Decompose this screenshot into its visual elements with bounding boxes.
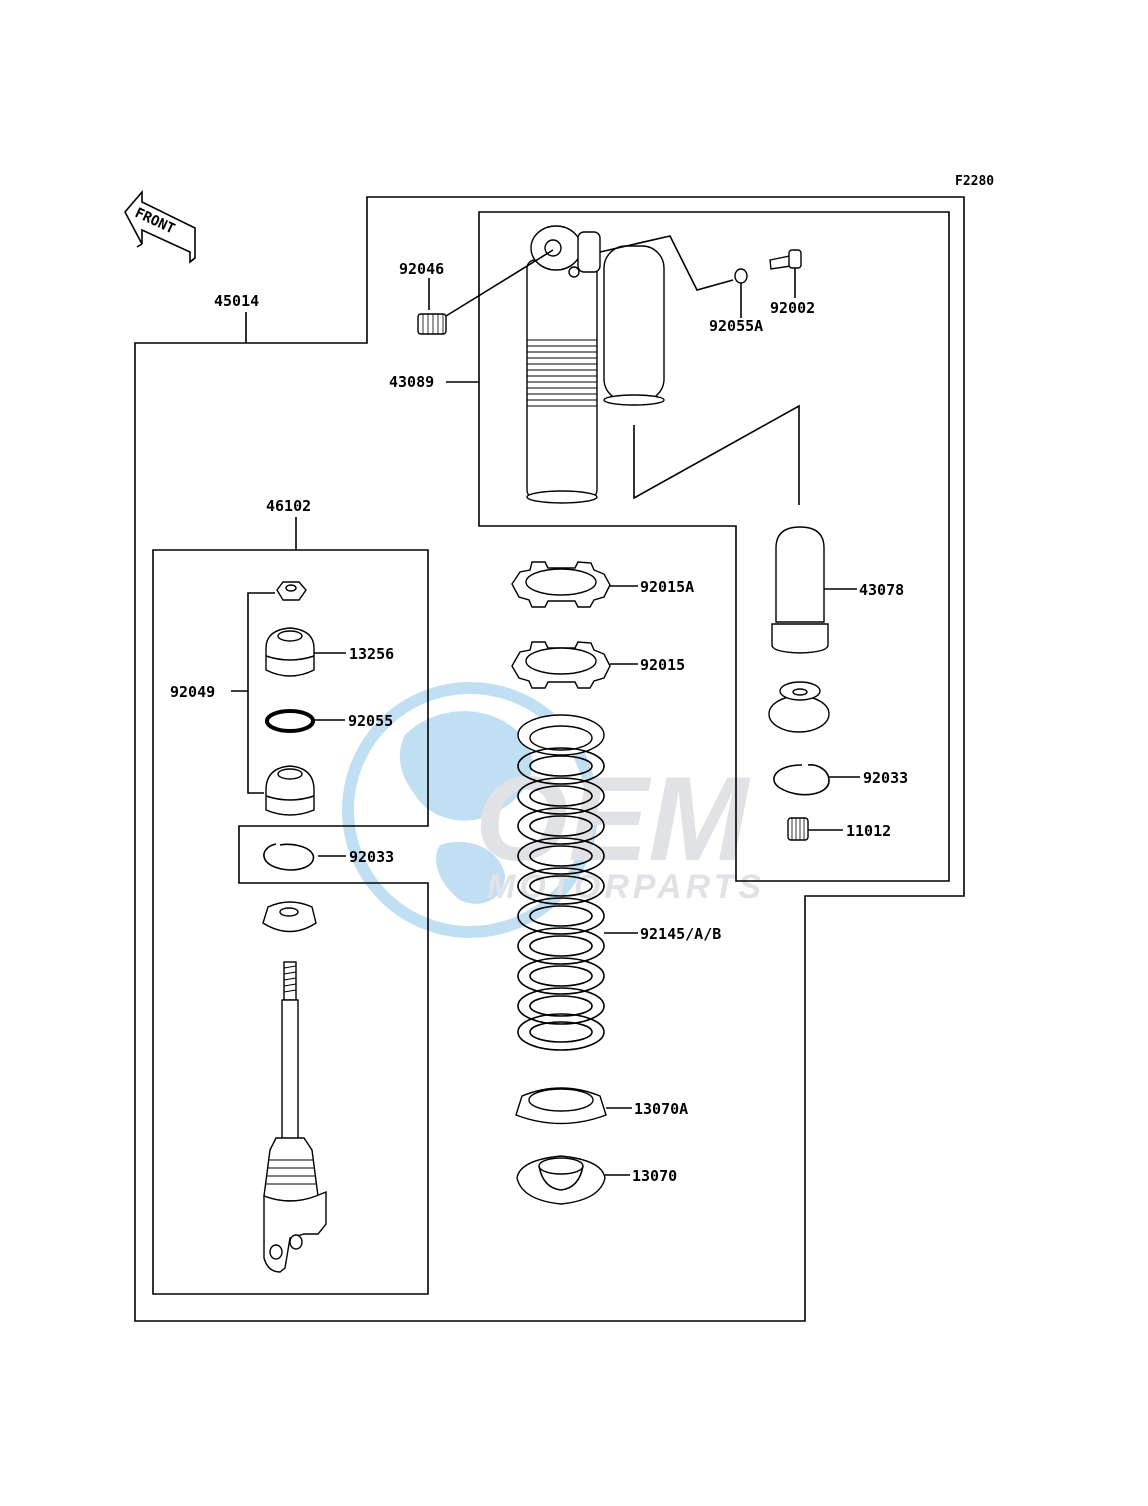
- label-92046: 92046: [399, 260, 444, 278]
- label-92015A: 92015A: [640, 578, 694, 596]
- label-92145: 92145/A/B: [640, 925, 721, 943]
- part-nut: [276, 581, 307, 601]
- figure-code: F2280: [955, 174, 994, 189]
- assembly-45014-outline: [134, 196, 965, 1322]
- part-92015A: 92015A: [511, 561, 694, 608]
- label-92049: 92049: [170, 683, 215, 701]
- part-92033-left: 92033: [263, 843, 394, 871]
- label-45014: 45014: [214, 292, 259, 310]
- label-92033-right: 92033: [863, 769, 908, 787]
- assembly-43089-outline: [478, 211, 950, 882]
- label-43089: 43089: [389, 373, 434, 391]
- part-seal-head: [262, 901, 317, 933]
- part-92033-right: 92033: [773, 764, 908, 796]
- part-92055A: 92055A: [599, 235, 763, 335]
- part-piston: [265, 765, 315, 816]
- label-13070A: 13070A: [634, 1100, 688, 1118]
- front-label: FRONT: [132, 205, 177, 237]
- label-92055A: 92055A: [709, 317, 763, 335]
- assembly-46102-outline: [152, 549, 429, 1295]
- watermark-brand: OEM: [475, 752, 751, 886]
- label-13070: 13070: [632, 1167, 677, 1185]
- label-92055: 92055: [348, 712, 393, 730]
- label-13256: 13256: [349, 645, 394, 663]
- part-piston-rod: [263, 961, 327, 1273]
- part-13070A: 13070A: [515, 1087, 688, 1125]
- front-arrow-icon: FRONT: [124, 189, 196, 264]
- part-92055: 92055: [265, 709, 393, 733]
- shock-body: [526, 225, 665, 504]
- label-43078: 43078: [859, 581, 904, 599]
- part-11012: 11012: [787, 817, 891, 841]
- watermark-globe-icon: [342, 682, 598, 938]
- label-92002: 92002: [770, 299, 815, 317]
- part-92145-spring: 92145/A/B: [517, 714, 721, 1051]
- label-46102: 46102: [266, 497, 311, 515]
- part-92015: 92015: [511, 641, 685, 689]
- part-43078: 43078: [771, 526, 904, 654]
- label-92015: 92015: [640, 656, 685, 674]
- label-92033-left: 92033: [349, 848, 394, 866]
- label-11012: 11012: [846, 822, 891, 840]
- part-92046: 92046: [399, 249, 554, 335]
- part-13070: 13070: [516, 1155, 677, 1205]
- part-13256: 13256: [265, 627, 394, 677]
- part-92002: 92002: [769, 249, 815, 317]
- part-reservoir-seal: [768, 681, 830, 733]
